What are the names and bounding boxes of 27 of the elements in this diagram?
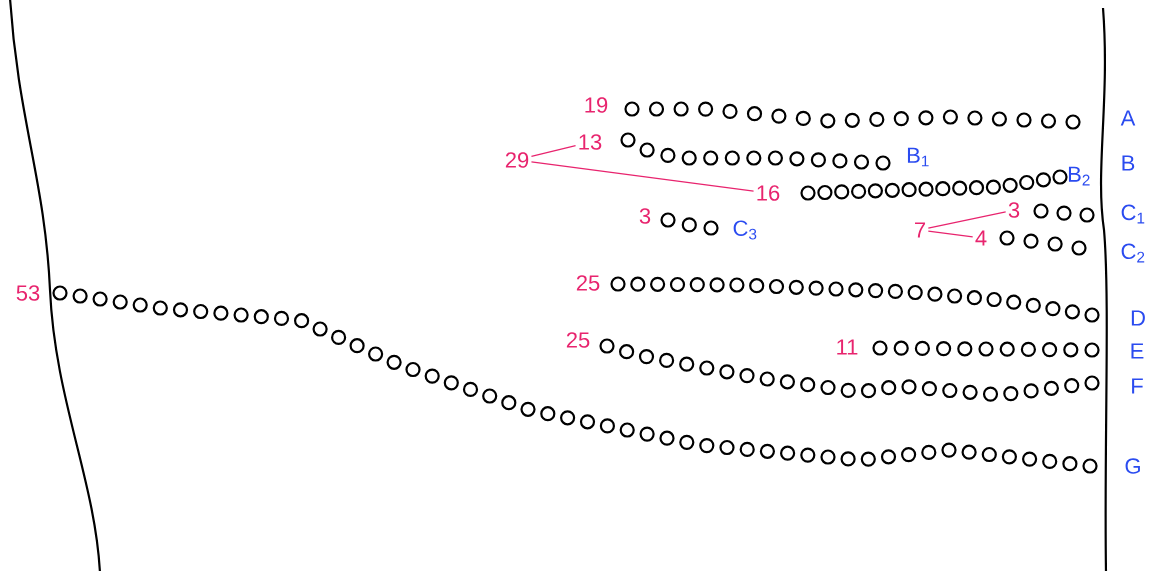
row-letter: B$_{2}$ xyxy=(1068,166,1090,186)
count-number: 3 xyxy=(639,208,651,224)
count-number: 25 xyxy=(576,275,600,291)
row-letter: B$_{1}$ xyxy=(907,147,929,167)
count-number: 7 xyxy=(915,222,926,238)
count-number: 3 xyxy=(1008,202,1020,218)
row-letter: C$_{3}$ xyxy=(733,220,757,240)
count-number: 19 xyxy=(585,97,608,113)
row-letter: F xyxy=(1132,378,1143,394)
row-letter: E xyxy=(1131,343,1144,359)
count-number: 4 xyxy=(975,230,987,246)
row-letter: D xyxy=(1131,310,1145,326)
count-number: 11 xyxy=(837,339,858,355)
leader-line xyxy=(530,161,755,192)
count-number: 16 xyxy=(757,185,780,201)
count-number: 13 xyxy=(579,134,602,150)
row-letter: B xyxy=(1122,155,1135,171)
count-number: 53 xyxy=(16,285,40,301)
leader-line xyxy=(927,230,974,238)
row-letter: A xyxy=(1120,110,1136,126)
leader-line xyxy=(530,144,577,158)
leader-line xyxy=(927,211,1007,229)
row-letter: C$_{1}$ xyxy=(1121,204,1145,224)
row-letter: G xyxy=(1125,458,1140,474)
row-letter: C$_{2}$ xyxy=(1121,243,1145,263)
count-number: 25 xyxy=(566,332,590,348)
count-number: 29 xyxy=(505,152,529,168)
